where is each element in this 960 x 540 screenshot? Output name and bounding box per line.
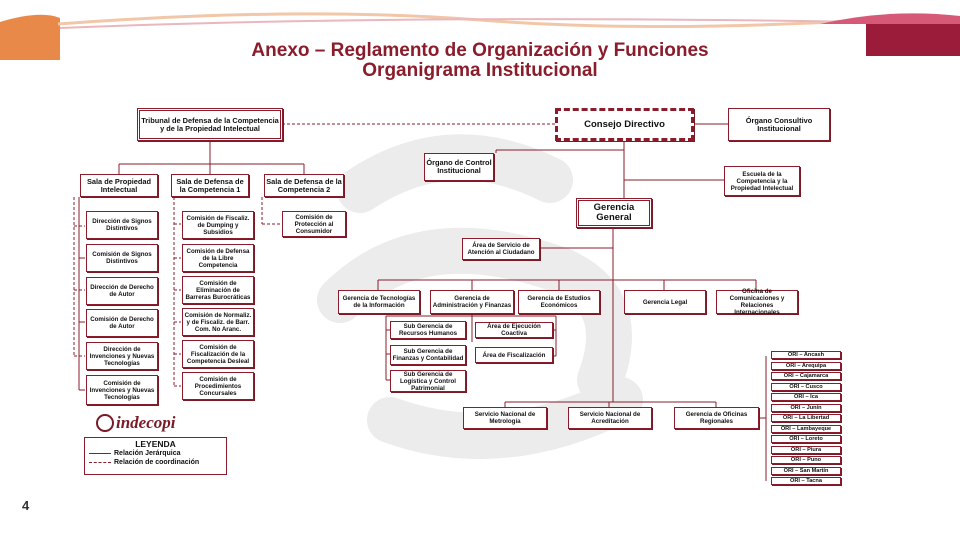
- ori-item: ORI – Tacna: [771, 477, 841, 485]
- box-tribunal: Tribunal de Defensa de la Competencia y …: [137, 108, 283, 141]
- box-organo-control: Órgano de Control Institucional: [424, 153, 494, 181]
- page-number: 4: [22, 498, 30, 513]
- legend-row-coordination: Relación de coordinación: [89, 458, 226, 467]
- box-area-coactiva: Área de Ejecución Coactiva: [475, 322, 553, 338]
- box-sub-logistica: Sub Gerencia de Logística y Control Patr…: [390, 370, 466, 392]
- legend-title: LEYENDA: [135, 439, 176, 449]
- page-title: Anexo – Reglamento de Organización y Fun…: [251, 40, 709, 61]
- box-dc1-6: Comisión de Procedimientos Concursales: [182, 372, 254, 400]
- indecopi-logo: indecopi: [96, 413, 176, 433]
- indecopi-logo-icon: [96, 414, 114, 432]
- header-decoration: [0, 12, 960, 60]
- ori-item: ORI – Piura: [771, 445, 841, 454]
- legend-row-hierarchy: Relación Jerárquica: [89, 449, 226, 458]
- box-gerencia-estudios: Gerencia de Estudios Económicos: [518, 290, 600, 314]
- box-sala-dc1: Sala de Defensa de la Competencia 1: [171, 174, 249, 197]
- box-gerencia-admin: Gerencia de Administración y Finanzas: [430, 290, 514, 314]
- ori-item: ORI – Ancash: [771, 351, 841, 359]
- box-oficina-comunicaciones: Oficina de Comunicaciones y Relaciones I…: [716, 288, 798, 316]
- box-pi-3: Dirección de Derecho de Autor: [86, 277, 158, 305]
- box-gerencia-ti: Gerencia de Tecnologías de la Informació…: [338, 290, 420, 314]
- box-sub-rrhh: Sub Gerencia de Recursos Humanos: [390, 321, 466, 339]
- ori-item: ORI – San Martín: [771, 466, 841, 475]
- legend-dashed-line: [89, 462, 111, 463]
- box-pi-1: Dirección de Signos Distintivos: [86, 211, 158, 239]
- logo-text: indecopi: [116, 413, 176, 432]
- box-area-fiscalizacion: Área de Fiscalización: [475, 347, 553, 363]
- box-area-atencion: Área de Servicio de Atención al Ciudadan…: [462, 238, 540, 260]
- ori-item: ORI – Loreto: [771, 435, 841, 443]
- box-pi-5: Dirección de Invenciones y Nuevas Tecnol…: [86, 342, 158, 370]
- box-dc1-4: Comisión de Normaliz. y de Fiscaliz. de …: [182, 308, 254, 336]
- box-escuela: Escuela de la Competencia y la Propiedad…: [724, 166, 800, 196]
- box-dc2-1: Comisión de Protección al Consumidor: [282, 211, 346, 237]
- box-pi-2: Comisión de Signos Distintivos: [86, 244, 158, 272]
- box-servicio-acreditacion: Servicio Nacional de Acreditación: [568, 407, 652, 429]
- legend: LEYENDA Relación Jerárquica Relación de …: [84, 437, 227, 475]
- legend-solid-line: [89, 453, 111, 454]
- box-sub-finanzas: Sub Gerencia de Finanzas y Contabilidad: [390, 345, 466, 365]
- ori-item: ORI – Puno: [771, 456, 841, 464]
- box-dc1-5: Comisión de Fiscalización de la Competen…: [182, 340, 254, 368]
- box-pi-4: Comisión de Derecho de Autor: [86, 309, 158, 337]
- box-pi-6: Comisión de Invenciones y Nuevas Tecnolo…: [86, 375, 158, 405]
- box-dc1-2: Comisión de Defensa de la Libre Competen…: [182, 244, 254, 272]
- box-gerencia-general: Gerencia General: [576, 198, 652, 228]
- box-dc1-3: Comisión de Eliminación de Barreras Buro…: [182, 276, 254, 304]
- legend-hierarchy-label: Relación Jerárquica: [114, 450, 181, 457]
- box-gerencia-legal: Gerencia Legal: [624, 290, 706, 314]
- box-gerencia-oficinas-regionales: Gerencia de Oficinas Regionales: [674, 407, 759, 429]
- ori-item: ORI – Cajamarca: [771, 372, 841, 380]
- box-consejo-directivo: Consejo Directivo: [555, 108, 694, 141]
- ori-item: ORI – La Libertad: [771, 414, 841, 422]
- ori-item: ORI – Arequipa: [771, 361, 841, 370]
- ori-item: ORI – Lambayeque: [771, 424, 841, 433]
- crimson-block-right: [866, 24, 960, 56]
- page-subtitle: Organigrama Institucional: [362, 60, 598, 81]
- ori-item: ORI – Cusco: [771, 382, 841, 391]
- box-organo-consultivo: Órgano Consultivo Institucional: [728, 108, 830, 141]
- box-dc1-1: Comisión de Fiscaliz. de Dumping y Subsi…: [182, 211, 254, 239]
- ori-item: ORI – Junín: [771, 403, 841, 412]
- legend-coordination-label: Relación de coordinación: [114, 459, 200, 466]
- ori-item: ORI – Ica: [771, 393, 841, 401]
- box-servicio-metrologia: Servicio Nacional de Metrología: [463, 407, 547, 429]
- box-sala-dc2: Sala de Defensa de la Competencia 2: [264, 174, 344, 197]
- box-sala-pi: Sala de Propiedad Intelectual: [80, 174, 158, 197]
